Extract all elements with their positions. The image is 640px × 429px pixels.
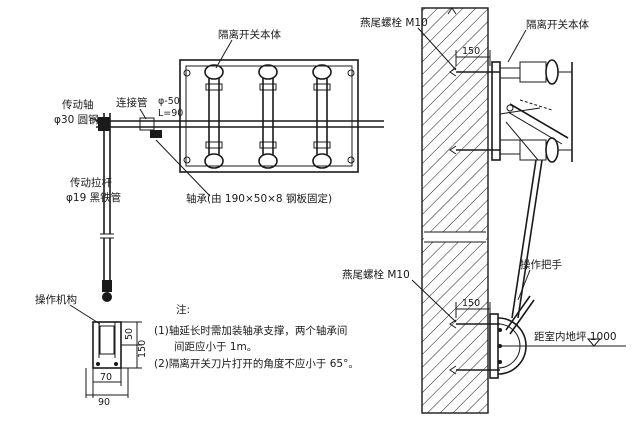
label-connecting-pipe: 连接管 [116,96,148,109]
leader-operating-handle [517,269,531,301]
leader-operating-mechanism [69,304,101,325]
right-side-view: 燕尾螺栓 M10 150 隔离开关本体 [342,7,626,414]
dimension-mechanism [85,321,142,398]
dim-90: 90 [98,397,110,408]
dovetail-bolts-bottom [449,319,500,375]
label-pull-rod: 传动拉杆 [70,176,112,189]
notes-line-2: 间距应小于 1m。 [174,340,257,353]
label-drive-shaft-spec: φ30 圆钢 [54,113,99,126]
dim-150-bottom: 150 [462,298,480,309]
leader-bearing [155,139,211,197]
dim-150-top: 150 [462,46,480,57]
leader-switch-body-right [507,29,527,63]
label-dovetail-bolt-bottom: 燕尾螺栓 M10 [342,268,410,281]
leader-drive-shaft [89,117,105,123]
label-drive-shaft: 传动轴 [62,98,94,111]
switch-frame [179,59,359,173]
floor-height-marker [506,338,626,347]
switch-pole-1 [204,64,224,169]
notes-line-1: (1)轴延长时需加装轴承支撑，两个轴承间 [154,324,347,337]
label-switch-body-right: 隔离开关本体 [526,18,589,31]
label-pull-rod-spec: φ19 黑铁管 [66,191,121,204]
label-dovetail-bolt-top: 燕尾螺栓 M10 [360,16,428,29]
operating-mechanism [92,292,122,369]
leader-switch-body [215,39,233,69]
operating-handle [489,295,535,379]
notes-line-3: (2)隔离开关刀片打开的角度不应小于 65°。 [154,357,359,370]
switch-body-side [491,59,573,163]
label-pipe-phi: φ-50 [158,96,180,107]
label-operating-mechanism: 操作机构 [35,293,77,306]
switch-pole-3 [312,64,332,169]
dimension-top-150 [455,50,491,66]
leader-dovetail-bolt-bottom [411,279,457,323]
leader-dovetail-bolt-top [417,27,457,71]
drive-shaft [96,117,384,138]
leader-connecting-pipe [139,108,147,120]
label-operating-handle: 操作把手 [520,258,562,271]
switch-pole-2 [258,64,278,169]
left-front-view: 隔离开关本体 传动轴 φ30 圆钢 连接管 φ-50 L=90 轴承(由 190… [35,28,384,408]
notes-block: 注: (1)轴延长时需加装轴承支撑，两个轴承间 间距应小于 1m。 (2)隔离开… [154,303,359,370]
side-pull-rod [505,121,543,319]
dim-50: 50 [124,328,135,340]
pull-rod [100,113,114,292]
dim-70: 70 [100,372,112,383]
label-bearing: 轴承(由 190×50×8 钢板固定) [186,192,332,205]
label-floor-height: 距室内地坪 1000 [534,330,617,343]
dim-150-vertical: 150 [137,340,148,358]
label-pipe-length: L=90 [158,108,183,119]
notes-heading: 注: [176,303,190,316]
label-switch-body-left: 隔离开关本体 [218,28,281,41]
